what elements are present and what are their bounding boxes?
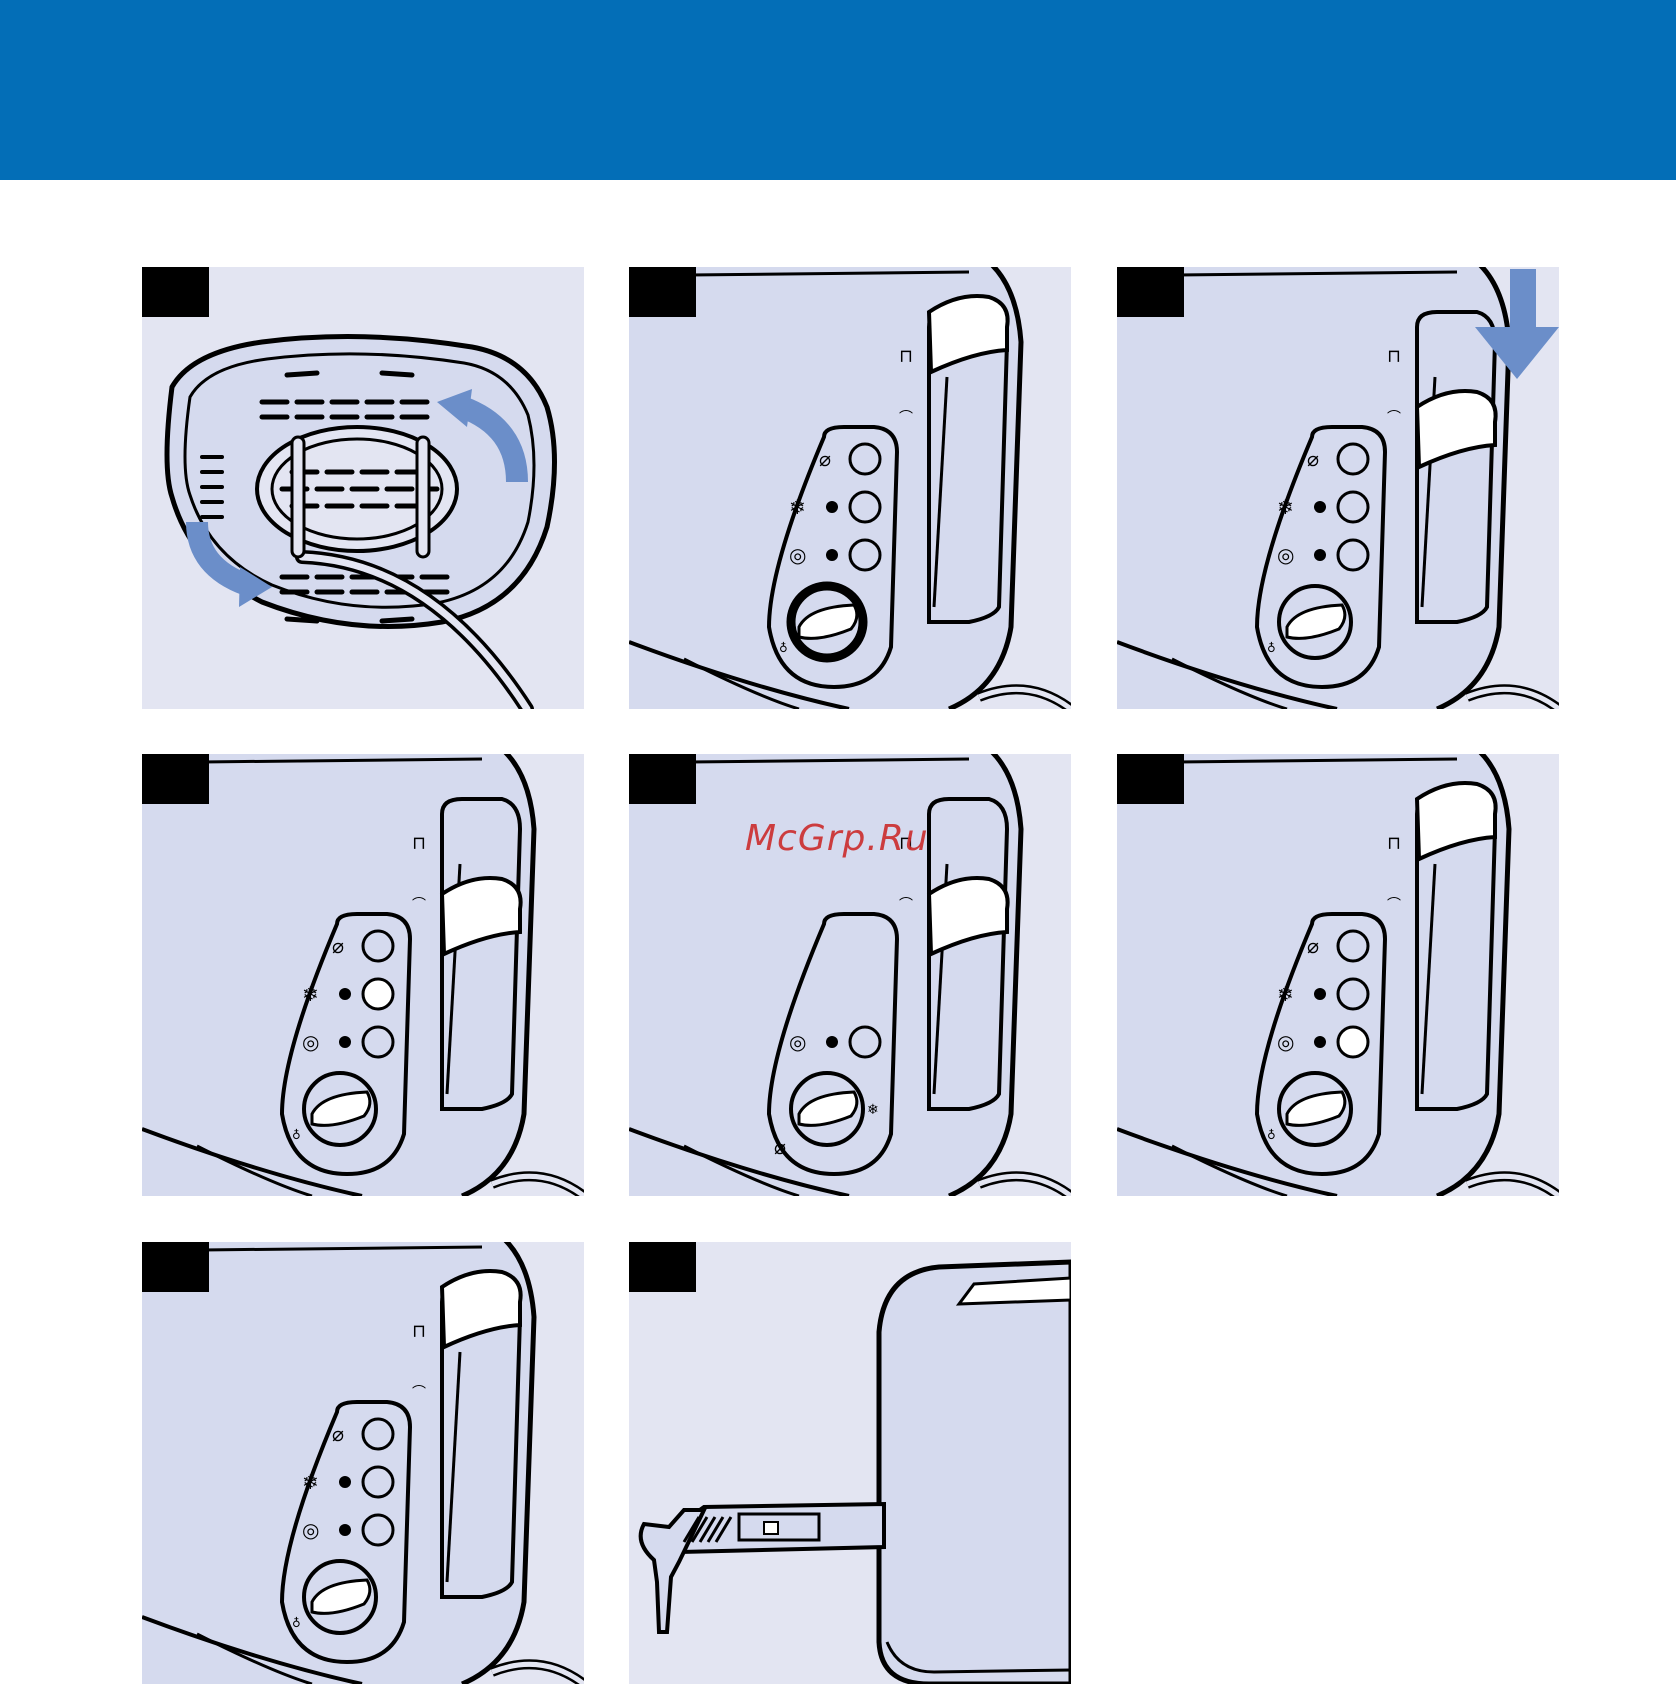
svg-text:⌒: ⌒ [899, 410, 913, 426]
step-number-badge [1117, 267, 1184, 317]
svg-text:⌒: ⌒ [899, 897, 913, 913]
svg-text:⌒: ⌒ [412, 1385, 426, 1401]
svg-text:❄: ❄ [1277, 982, 1294, 1006]
svg-text:⌀: ⌀ [332, 1422, 344, 1446]
svg-text:⊓: ⊓ [412, 833, 426, 854]
toaster-lever-illustration: ⊓ ⌒ ⌀ ❄ ◎ ♁ [1117, 267, 1559, 709]
step-number-badge [629, 1242, 696, 1292]
svg-text:⌒: ⌒ [1387, 410, 1401, 426]
svg-text:⊓: ⊓ [1387, 833, 1401, 854]
watermark-text: McGrp.Ru [745, 818, 929, 859]
svg-text:◎: ◎ [789, 1030, 806, 1054]
svg-text:❄: ❄ [867, 1102, 879, 1118]
svg-text:⌀: ⌀ [1307, 447, 1319, 471]
header-band [0, 0, 1676, 180]
svg-text:◎: ◎ [302, 1030, 319, 1054]
svg-text:⌒: ⌒ [412, 897, 426, 913]
svg-text:⌀: ⌀ [774, 1135, 786, 1159]
svg-text:♁: ♁ [292, 1128, 301, 1142]
step-number-badge [1117, 754, 1184, 804]
crumb-tray-illustration [629, 1242, 1071, 1684]
svg-text:❄: ❄ [302, 1470, 319, 1494]
step-panel-4: ⊓ ⌒ ⌀ ❄ ◎ ♁ [142, 754, 584, 1196]
step-panel-8 [629, 1242, 1071, 1684]
svg-text:⌀: ⌀ [819, 447, 831, 471]
svg-text:♁: ♁ [292, 1616, 301, 1630]
step-panel-1 [142, 267, 584, 709]
step-number-badge [629, 754, 696, 804]
svg-text:◎: ◎ [1277, 1030, 1294, 1054]
step-panel-7: ⊓ ⌒ ⌀ ❄ ◎ ♁ [142, 1242, 584, 1684]
svg-text:⊓: ⊓ [899, 346, 913, 367]
svg-text:❄: ❄ [1277, 495, 1294, 519]
toaster-defrost-illustration: ⊓ ⌒ ⌀ ❄ ◎ ♁ [142, 754, 584, 1196]
toaster-control-illustration: ⊓ ⌒ ⌀ ❄ ◎ ♁ [629, 267, 1071, 709]
svg-text:⌀: ⌀ [1307, 934, 1319, 958]
svg-text:♁: ♁ [1267, 641, 1276, 655]
step-number-badge [629, 267, 696, 317]
step-number-badge [142, 267, 209, 317]
step-number-badge [142, 754, 209, 804]
svg-text:⊓: ⊓ [1387, 346, 1401, 367]
svg-text:⌀: ⌀ [332, 934, 344, 958]
toaster-bottom-illustration [142, 267, 584, 709]
step-panel-2: ⊓ ⌒ ⌀ ❄ ◎ ♁ [629, 267, 1071, 709]
svg-text:⊓: ⊓ [412, 1321, 426, 1342]
toaster-idle-illustration: ⊓ ⌒ ⌀ ❄ ◎ ♁ [142, 1242, 584, 1684]
svg-text:♁: ♁ [779, 641, 788, 655]
svg-text:❄: ❄ [789, 495, 806, 519]
svg-text:⌒: ⌒ [1387, 897, 1401, 913]
svg-text:◎: ◎ [302, 1518, 319, 1542]
svg-text:❄: ❄ [302, 982, 319, 1006]
step-number-badge [142, 1242, 209, 1292]
toaster-reheat-illustration: ⊓ ⌒ ⌀ ❄ ◎ ♁ [1117, 754, 1559, 1196]
step-panel-3: ⊓ ⌒ ⌀ ❄ ◎ ♁ [1117, 267, 1559, 709]
step-panel-6: ⊓ ⌒ ⌀ ❄ ◎ ♁ [1117, 754, 1559, 1196]
svg-text:◎: ◎ [789, 543, 806, 567]
svg-text:♁: ♁ [1267, 1128, 1276, 1142]
svg-text:◎: ◎ [1277, 543, 1294, 567]
